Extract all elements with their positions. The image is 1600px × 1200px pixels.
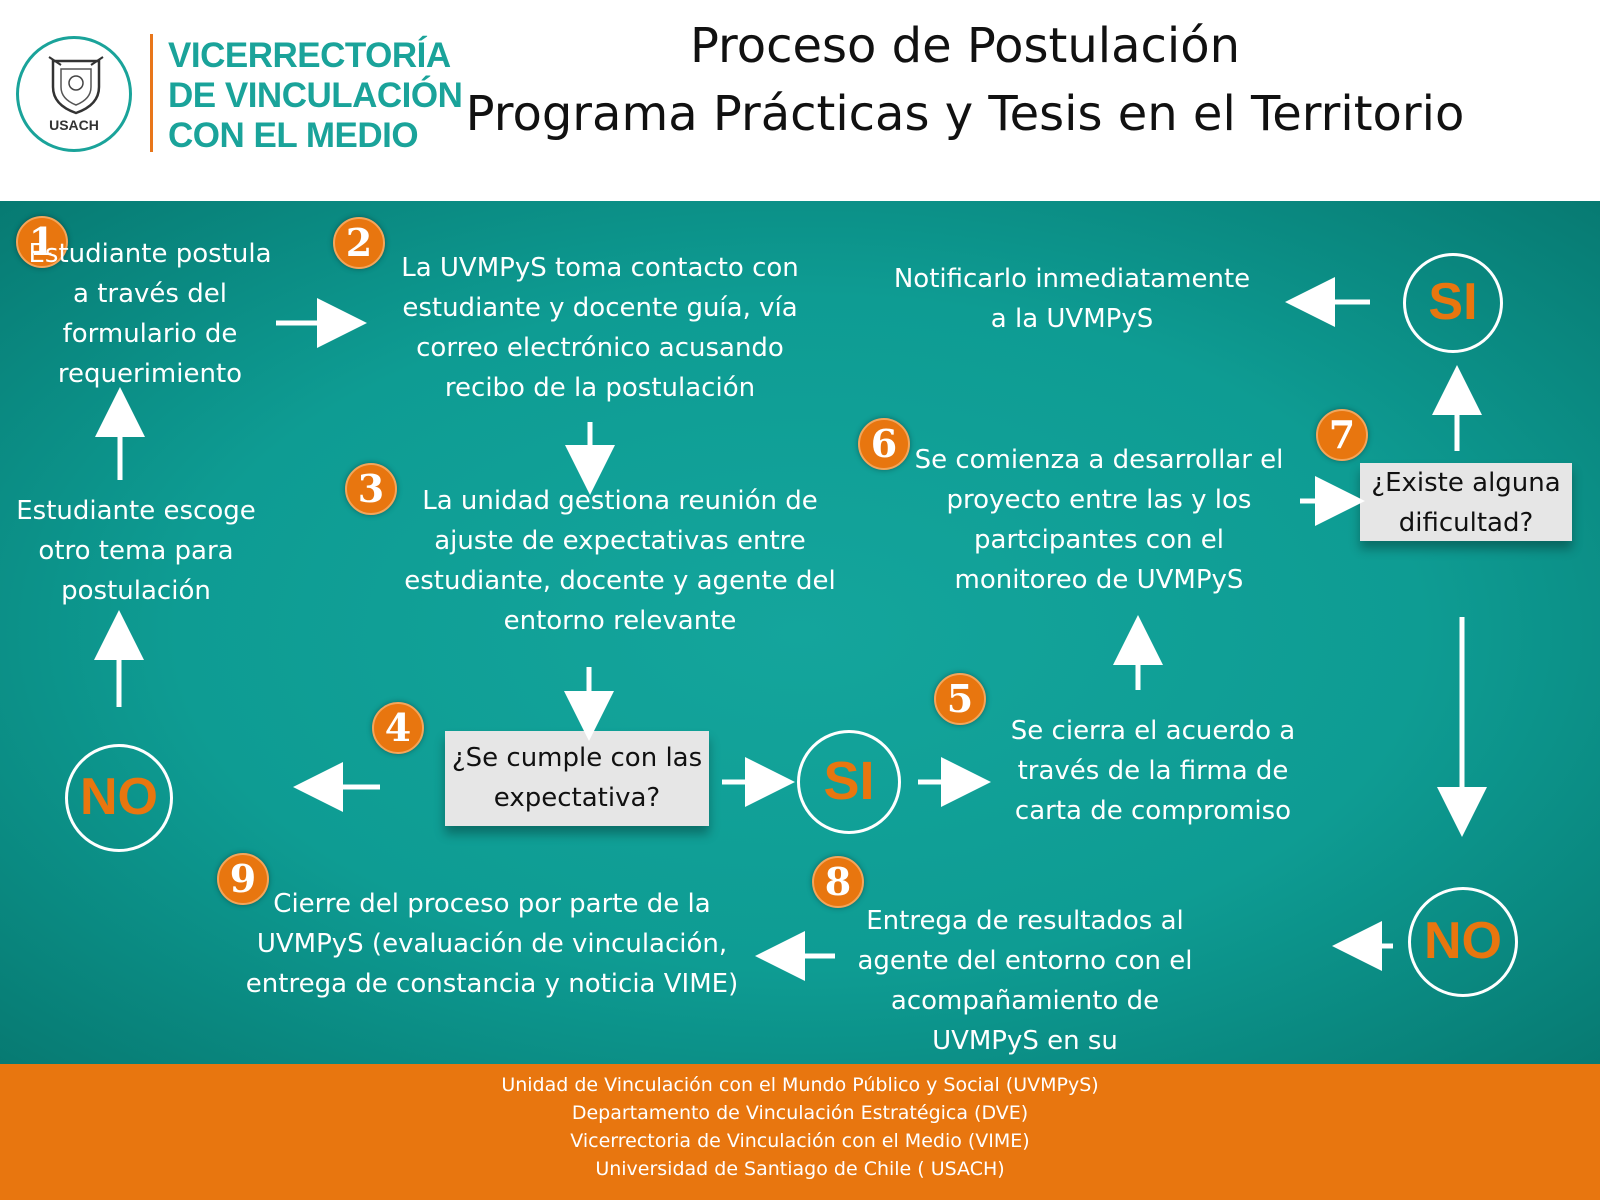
step-3-text: La unidad gestiona reunión de ajuste de … [380,481,860,641]
decision-box-expectations: ¿Se cumple con las expectativa? [445,731,709,826]
step-1-text: Estudiante postula a través del formular… [20,234,280,394]
step-9-text: Cierre del proceso por parte de la UVMPy… [242,884,742,1004]
decision-box-difficulty: ¿Existe alguna dificultad? [1360,463,1572,541]
step-1-content: Estudiante postula a través del formular… [28,239,272,389]
yes-circle-difficulty: SI [1403,253,1503,353]
logo-line: DE VINCULACIÓN [168,76,463,115]
footer-line: Unidad de Vinculación con el Mundo Públi… [501,1074,1099,1096]
logo-wordmark: VICERRECTORÍA DE VINCULACIÓN CON EL MEDI… [168,36,463,156]
no-circle-expectations: NO [65,744,173,852]
decision-question: ¿Se cumple con las expectativa? [451,743,703,813]
footer: Unidad de Vinculación con el Mundo Públi… [0,1064,1600,1200]
step-badge-6: 6 [858,418,910,470]
decision-question: ¿Existe alguna dificultad? [1371,468,1561,538]
header: USACH VICERRECTORÍA DE VINCULACIÓN CON E… [0,0,1600,201]
flowchart-area [0,201,1600,1064]
alt-topic-text: Estudiante escoge otro tema para postula… [6,491,266,611]
step-2-text: La UVMPyS toma contacto con estudiante y… [380,248,820,408]
step-badge-4: 4 [372,702,424,754]
alt-topic-content: Estudiante escoge otro tema para postula… [16,496,256,606]
seal-text: USACH [49,117,99,133]
yes-circle-expectations: SI [797,730,901,834]
step-2-content: La UVMPyS toma contacto con estudiante y… [401,253,799,403]
page-subtitle: Programa Prácticas y Tesis en el Territo… [465,86,1465,142]
notify-content: Notificarlo inmediatamente a la UVMPyS [893,264,1251,334]
logo-line: CON EL MEDIO [168,116,419,155]
step-badge-2: 2 [333,217,385,269]
step-badge-1: 1 [16,216,68,268]
logo-divider [150,34,153,152]
step-5-text: Se cierra el acuerdo a través de la firm… [990,711,1316,831]
step-badge-7: 7 [1316,409,1368,461]
logo-line: VICERRECTORÍA [168,36,451,75]
step-5-content: Se cierra el acuerdo a través de la firm… [1010,716,1296,826]
step-6-content: Se comienza a desarrollar el proyecto en… [914,445,1284,595]
step-badge-5: 5 [934,673,986,725]
step-9-content: Cierre del proceso por parte de la UVMPy… [245,889,739,999]
footer-line: Universidad de Santiago de Chile ( USACH… [595,1158,1005,1180]
step-badge-9: 9 [217,853,269,905]
step-badge-3: 3 [345,463,397,515]
footer-line: Departamento de Vinculación Estratégica … [571,1102,1029,1124]
coat-of-arms-icon [48,56,104,115]
notify-text: Notificarlo inmediatamente a la UVMPyS [890,259,1254,339]
footer-line: Vicerrectoria de Vinculación con el Medi… [570,1130,1030,1152]
step-6-text: Se comienza a desarrollar el proyecto en… [912,440,1286,600]
step-3-content: La unidad gestiona reunión de ajuste de … [404,486,836,636]
step-badge-8: 8 [812,856,864,908]
no-circle-difficulty: NO [1408,887,1518,997]
page-title: Proceso de Postulación [689,18,1241,74]
usach-seal-logo: USACH [16,36,132,152]
